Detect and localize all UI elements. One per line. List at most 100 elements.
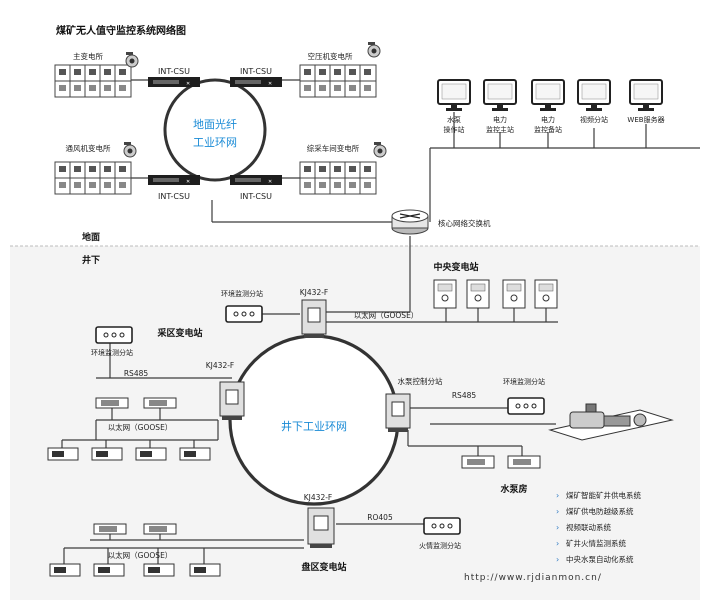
feature-item: 中央水泵自动化系统 [566, 554, 634, 564]
station-label: 电力 [493, 115, 507, 124]
fire-station-label: 火情监测分站 [419, 541, 461, 550]
switch-device-icon [93, 563, 125, 577]
compressor-substation-label: 空压机变电所 [308, 51, 353, 61]
station-label: 视频分站 [580, 115, 608, 124]
env-station-left: 环境监测分站 [91, 326, 133, 357]
switch-device-icon [507, 455, 541, 469]
svg-text:✕: ✕ [186, 81, 190, 87]
env-station-right: 环境监测分站 [503, 377, 545, 415]
switch-device-icon [179, 447, 211, 461]
pump-room-devices [461, 455, 541, 469]
switch-device-icon [189, 563, 221, 577]
station-monitor-4 [577, 79, 611, 111]
station-monitor-5 [629, 79, 663, 111]
switch-device-icon [143, 523, 177, 535]
pump-room-label: 水泵房 [500, 483, 527, 495]
ventilation-substation: 通风机变电所 [54, 142, 137, 195]
pan-substation-label: 盘区变电站 [301, 561, 346, 573]
station-monitor-3 [531, 79, 565, 111]
svg-text:✕: ✕ [186, 179, 190, 185]
pump-control-label: 水泵控制分站 [398, 376, 443, 386]
explosion-proof-box-icon [307, 507, 335, 548]
env-station-label: 环境监测分站 [221, 289, 263, 298]
switchgear-cabinet-icon [433, 279, 457, 309]
switch-device-icon [93, 523, 127, 535]
chevron-right-icon: › [556, 555, 559, 564]
explosion-proof-box-icon [301, 299, 327, 338]
kj432-switch-top: KJ432-F [300, 288, 328, 338]
switchgear-cabinet-icon [502, 279, 526, 309]
surface-ring-label-line2: 工业环网 [193, 136, 237, 149]
surface-connection-lines [130, 79, 700, 313]
station-monitor-1 [437, 79, 471, 111]
int-csu-bottom-left: ✕ INT-CSU [148, 175, 200, 201]
station-monitor-2 [483, 79, 517, 111]
station-label: 电力 [541, 115, 555, 124]
underground-ring-label: 井下工业环网 [281, 419, 347, 433]
explosion-proof-box-icon [219, 381, 245, 420]
station-label: 操作站 [444, 125, 465, 134]
switch-device-icon [143, 397, 177, 409]
switch-device-icon [461, 455, 495, 469]
rs485-label: RS485 [124, 369, 149, 378]
fire-station: 火情监测分站 [419, 517, 461, 550]
int-csu-top-left: INT-CSU ✕ [148, 67, 200, 87]
pump-control-station: 水泵控制分站 [385, 376, 443, 432]
env-station-top: 环境监测分站 [221, 289, 263, 323]
int-csu-bottom-right: ✕ INT-CSU [230, 175, 282, 201]
int-csu-label: INT-CSU [240, 67, 272, 76]
explosion-proof-box-icon [385, 393, 411, 432]
kj432-switch-left: KJ432-F [206, 361, 245, 420]
camera-icon [373, 142, 387, 158]
coal-mining-substation: 综采车间变电所 [299, 142, 387, 195]
switchgear-cabinet-icon [299, 161, 377, 195]
core-switch-label: 核心网络交换机 [438, 218, 491, 228]
rs485-label: RS485 [452, 391, 477, 400]
int-csu-label: INT-CSU [158, 67, 190, 76]
mining-substation-devices [95, 397, 177, 409]
core-switch: 核心网络交换机 [391, 209, 491, 235]
switchgear-cabinet-icon [299, 64, 377, 98]
switchgear-cabinet-icon [54, 64, 132, 98]
underground-zone-label: 井下 [82, 254, 100, 266]
main-substation-label: 主变电所 [73, 51, 103, 61]
rs485-variant-label: RO405 [367, 513, 393, 522]
main-substation: 主变电所 [54, 51, 139, 98]
kj432-label: KJ432-F [304, 493, 332, 502]
pan-substation-devices [93, 523, 177, 535]
surface-zone-label: 地面 [82, 231, 100, 243]
switch-device-icon [49, 563, 81, 577]
feature-item: 煤矿供电防越级系统 [566, 506, 634, 516]
env-station-label: 环境监测分站 [503, 377, 545, 386]
switch-device-icon [143, 563, 175, 577]
central-substation-label: 中央变电站 [433, 261, 478, 273]
watermark-url: http://www.rjdianmon.cn/ [464, 573, 602, 583]
camera-icon [125, 52, 139, 68]
switch-device-icon [95, 397, 129, 409]
coal-mining-substation-label: 综采车间变电所 [307, 143, 360, 153]
switch-device-icon [135, 447, 167, 461]
int-csu-top-right: INT-CSU ✕ [230, 67, 282, 87]
mining-substation-label: 采区变电站 [156, 327, 202, 339]
pan-switchgear-row [49, 563, 221, 577]
station-label: WEB服务器 [627, 115, 664, 124]
ethernet-goose-label: 以太网（GOOSE） [108, 422, 173, 432]
svg-text:✕: ✕ [268, 81, 272, 87]
env-station-label: 环境监测分站 [91, 348, 133, 357]
ventilation-substation-label: 通风机变电所 [66, 143, 111, 153]
compressor-substation: 空压机变电所 [299, 42, 381, 98]
kj432-label: KJ432-F [206, 361, 234, 370]
mining-switchgear-row [47, 447, 211, 461]
chevron-right-icon: › [556, 539, 559, 548]
chevron-right-icon: › [556, 491, 559, 500]
switchgear-cabinet-icon [534, 279, 558, 309]
surface-fiber-ring [163, 78, 267, 182]
feature-item: 矿井火情监测系统 [566, 538, 626, 548]
pump-motor-icon [548, 403, 674, 441]
switchgear-cabinet-icon [466, 279, 490, 309]
kj432-label: KJ432-F [300, 288, 328, 297]
camera-icon [367, 42, 381, 58]
switch-device-icon [47, 447, 79, 461]
